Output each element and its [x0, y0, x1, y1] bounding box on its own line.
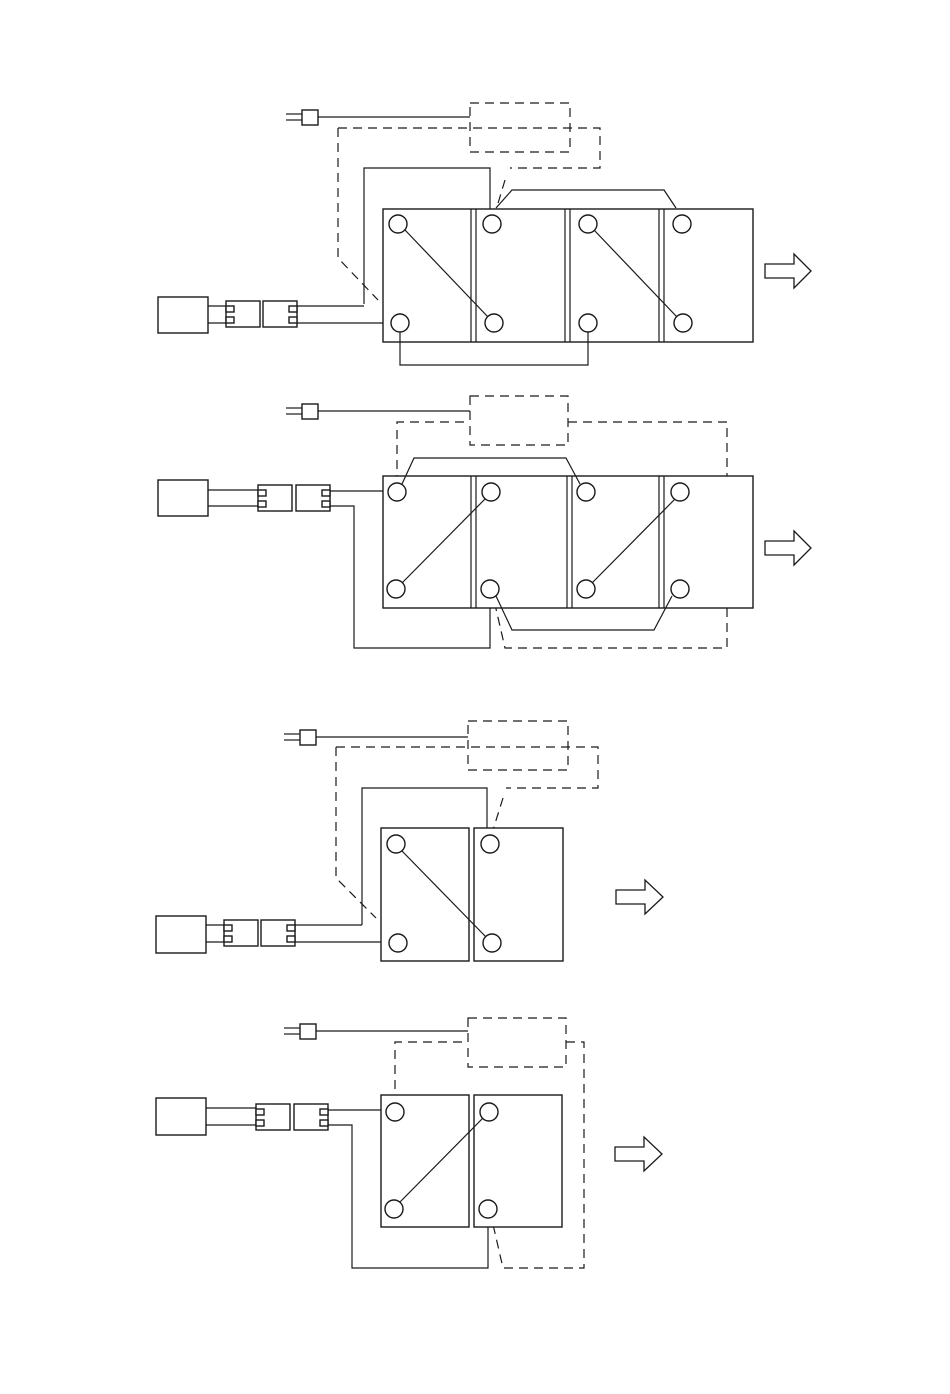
battery-terminal	[577, 580, 595, 598]
diagram-two-battery-b	[156, 1018, 662, 1268]
battery-terminal	[577, 483, 595, 501]
dashed-wire	[338, 128, 378, 300]
connector-block	[296, 485, 330, 511]
connector-block	[263, 301, 297, 327]
dashed-wire	[496, 180, 505, 210]
direction-arrow-icon	[616, 880, 663, 914]
connector-block	[261, 920, 295, 946]
charger-box-icon	[156, 916, 206, 953]
battery-terminal	[674, 314, 692, 332]
battery-terminal	[579, 215, 597, 233]
dashed-wire	[338, 128, 600, 168]
battery-terminal	[391, 314, 409, 332]
direction-arrow-icon	[615, 1137, 662, 1171]
battery-terminal	[389, 215, 407, 233]
battery-terminal	[480, 1103, 498, 1121]
connector-block	[226, 301, 260, 327]
battery-terminal	[671, 580, 689, 598]
battery-pack-outline	[383, 209, 753, 342]
battery-terminal	[481, 835, 499, 853]
dashed-wire	[493, 798, 503, 830]
dashed-wire	[336, 747, 376, 918]
battery-terminal	[479, 1200, 497, 1218]
dashed-outline	[468, 1018, 566, 1067]
connector-block	[294, 1104, 328, 1130]
diagram-four-battery-a	[158, 103, 811, 365]
battery-terminal	[671, 483, 689, 501]
battery-terminal	[388, 483, 406, 501]
dashed-outline	[468, 721, 568, 770]
connector-block	[256, 1104, 290, 1130]
dashed-outline	[470, 396, 568, 445]
battery-terminal	[387, 580, 405, 598]
battery-terminal	[482, 483, 500, 501]
battery-terminal	[385, 1200, 403, 1218]
charger-box-icon	[158, 480, 208, 516]
battery-terminal	[389, 934, 407, 952]
wire	[496, 190, 676, 208]
battery-terminal	[481, 580, 499, 598]
connector-plug-icon	[284, 1024, 316, 1039]
connector-plug-icon	[286, 110, 318, 125]
connector-plug-icon	[284, 730, 316, 745]
dashed-wire	[397, 422, 470, 484]
battery-terminal	[485, 314, 503, 332]
battery-terminal	[579, 314, 597, 332]
battery-terminal	[387, 835, 405, 853]
charger-box-icon	[156, 1098, 206, 1135]
connector-plug-icon	[286, 404, 318, 419]
battery-terminal	[673, 215, 691, 233]
connector-block	[258, 485, 292, 511]
direction-arrow-icon	[765, 531, 811, 565]
battery-terminal	[483, 215, 501, 233]
battery-terminal	[483, 934, 501, 952]
battery-pack-outline	[383, 476, 753, 608]
battery-terminal	[386, 1103, 404, 1121]
direction-arrow-icon	[765, 254, 811, 288]
connector-block	[224, 920, 258, 946]
charger-box-icon	[158, 297, 208, 333]
diagram-four-battery-b	[158, 396, 811, 648]
dashed-wire	[336, 747, 598, 788]
diagram-two-battery-a	[156, 721, 663, 961]
